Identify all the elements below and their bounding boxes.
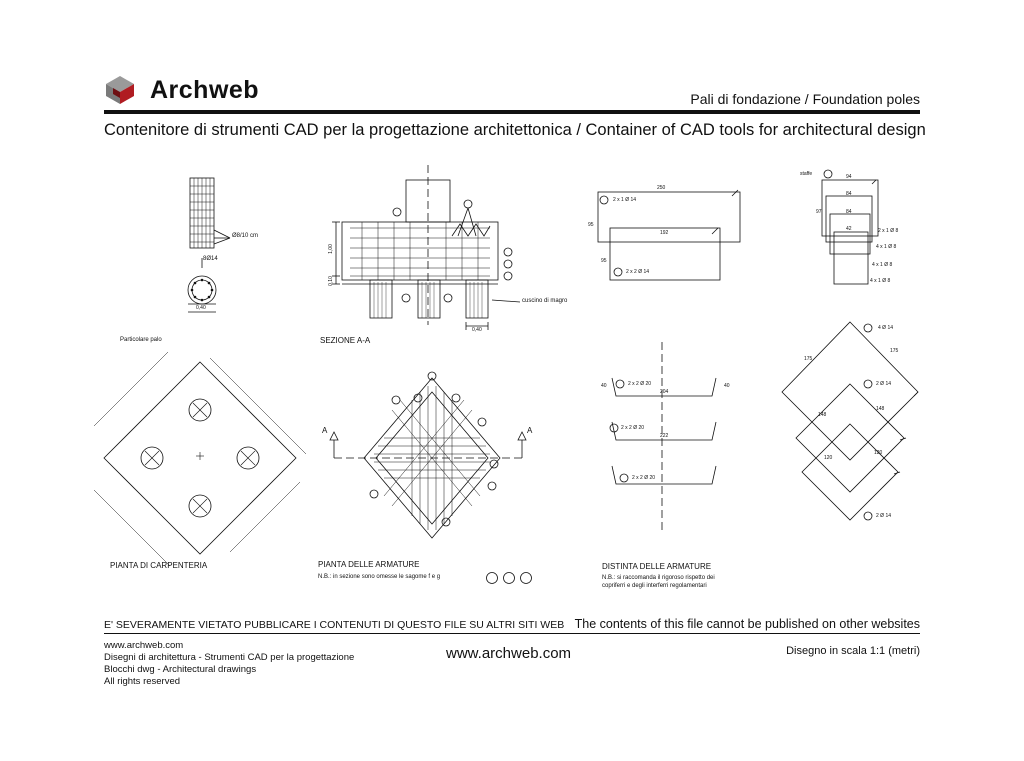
section-marker-left: A [322,426,328,435]
dim-40-left: 40 [601,383,607,389]
schedule-note-2: copriferri e degli interferri regolament… [602,583,707,589]
section-caption: SEZIONE A-A [320,336,371,345]
footer-site-link[interactable]: www.archweb.com [446,645,572,662]
section-marker-right: A [527,426,533,435]
stirrups-label: staffe [800,171,813,177]
archweb-logo-icon [106,76,134,104]
schedule-note-1: N.B.: si raccomanda il rigoroso rispetto… [602,575,715,581]
dim-175-a: 175 [804,356,813,362]
pile-diameter-label: 0,40 [196,305,206,311]
reinforcement-caption: PIANTA DELLE ARMATURE [318,560,420,569]
page-title: Pali di fondazione / Foundation poles [690,91,920,107]
bar-c-label: 2 x 2 Ø 20 [628,381,652,387]
reinforcement-note: N.B.: in sezione sono omesse le sagome f… [318,574,441,580]
scale-label: Disegno in scala 1:1 (metri) [786,645,920,657]
header-divider [104,110,920,114]
footer-info: www.archweb.com Disegni di architettura … [104,640,404,688]
schedule-caption: DISTINTA DELLE ARMATURE [602,562,712,571]
section-width-label: 0,40 [472,327,482,333]
warning-english: The contents of this file cannot be publ… [574,617,920,631]
stirrup-label-2: 4 x 1 Ø 8 [876,244,897,250]
stirrup-dim-97: 97 [816,209,822,215]
dim-148-a: 148 [818,412,827,418]
lean-concrete-label: cuscino di magro [522,298,568,304]
footer-divider [104,633,920,634]
logo-text: Archweb [150,76,260,104]
bar-e-label: 2 x 2 Ø 20 [632,475,656,481]
dim-40-right: 40 [724,383,730,389]
footer-info-line: Blocchi dwg - Architectural drawings [104,664,257,675]
section-base-label: 0,10 [327,276,334,286]
stirrup-label-3: 4 x 1 Ø 8 [872,262,893,268]
stirrup-dim-84b: 84 [846,209,852,215]
pile-detail-caption: Particolare palo [120,337,162,343]
dim-175-b: 175 [890,348,899,354]
bar-i-label: 4 Ø 14 [878,325,894,331]
bar-f-label: 2 Ø 14 [876,381,892,387]
section-height-label: 1,00 [327,244,334,254]
bar-schedule-drawing [597,189,741,530]
dim-250: 250 [657,185,666,191]
formwork-plan-drawing [93,351,307,567]
bars-label: 8Ø14 [203,256,218,262]
dim-95a: 95 [588,222,594,228]
dim-222: 222 [660,433,669,439]
dim-95b: 95 [601,258,607,264]
footer-info-line: Disegni di architettura - Strumenti CAD … [104,652,355,663]
warning-italian: E' SEVERAMENTE VIETATO PUBBLICARE I CONT… [104,619,565,631]
bar-d-label: 2 x 2 Ø 20 [621,425,645,431]
section-drawing [332,165,521,330]
stirrup-label-1: 2 x 1 Ø 8 [878,228,899,234]
dim-204: 204 [660,389,669,395]
stirrup-label: Ø8/10 cm [232,233,259,239]
dim-192: 192 [660,230,669,236]
stirrup-label-4: 4 x 1 Ø 8 [870,278,891,284]
dim-120-a: 120 [824,455,833,461]
stirrup-dim-94: 94 [846,174,852,180]
footer-info-line: www.archweb.com [104,640,184,651]
stirrup-dim-84a: 84 [846,191,852,197]
pile-detail-drawing [187,177,231,313]
dim-120-b: 120 [874,450,883,456]
stirrup-dim-42: 42 [846,226,852,232]
dim-148-b: 148 [876,406,885,412]
footer-info-line: All rights reserved [104,676,181,687]
bar-b-label: 2 x 2 Ø 14 [626,269,650,275]
bar-a-label: 2 x 1 Ø 14 [613,197,637,203]
page-subtitle: Contenitore di strumenti CAD per la prog… [104,121,926,139]
bar-g-label: 2 Ø 14 [876,513,892,519]
reinforcement-plan-drawing [329,371,532,584]
formwork-caption: PIANTA DI CARPENTERIA [110,561,208,570]
